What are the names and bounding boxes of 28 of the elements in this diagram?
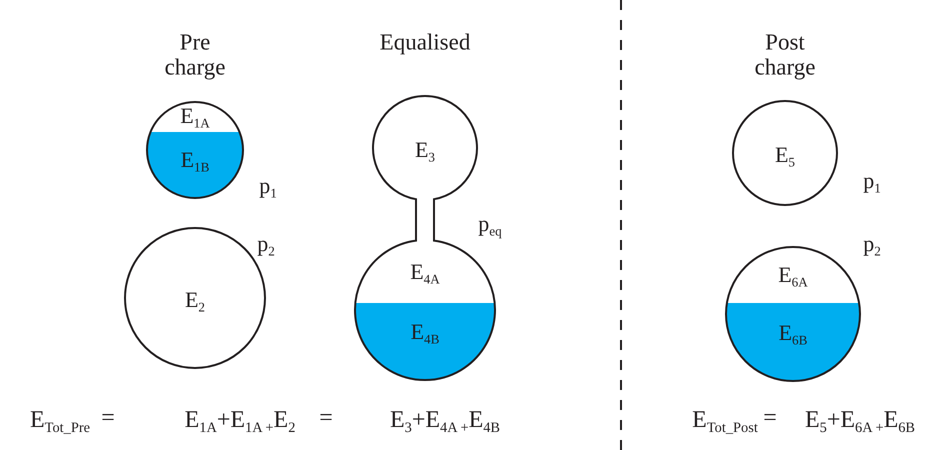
- heading: Equalised: [380, 29, 470, 55]
- pressure-label: p$_{1}$: [259, 174, 277, 198]
- heading: Pre charge: [164, 30, 226, 80]
- equation: =: [763, 404, 777, 432]
- pressure-label: p$_{2}$: [863, 232, 881, 256]
- equation: =: [319, 404, 333, 432]
- equation: E$_{Tot_Post}$: [692, 406, 758, 434]
- vessel-circle: [726, 247, 860, 381]
- equation: E$_{Tot_Pre}$: [30, 406, 90, 434]
- equation: =: [101, 404, 115, 432]
- energy-label: E$_{2}$: [184, 288, 206, 312]
- pressure-label: p$_{1}$: [863, 168, 881, 194]
- energy-label: E$_{4A}$: [410, 260, 440, 284]
- heading: Post charge: [754, 30, 816, 80]
- vessel-circle: [147, 102, 243, 198]
- pressure-label: p$_{2}$: [257, 232, 275, 256]
- equation: E$_{1A}$+E$_{1A +}$E$_{2}$: [184, 406, 296, 434]
- energy-label: E$_{1A}$: [180, 104, 210, 128]
- energy-label: E$_{6A}$: [778, 262, 808, 288]
- energy-label: E$_{5}$: [774, 142, 796, 168]
- pressure-label: p$_{eq}$: [478, 212, 502, 236]
- equation: E$_{3}$+E$_{4A +}$E$_{4B}$: [390, 406, 500, 434]
- energy-label: E$_{6B}$: [778, 320, 808, 346]
- equation: E$_{5}$+E$_{6A +}$E$_{6B}$: [804, 406, 916, 434]
- energy-label: E$_{1B}$: [180, 148, 210, 172]
- energy-label: E$_{3}$: [414, 138, 436, 162]
- vessel-circle: [733, 101, 837, 205]
- energy-label: E$_{4B}$: [410, 320, 440, 344]
